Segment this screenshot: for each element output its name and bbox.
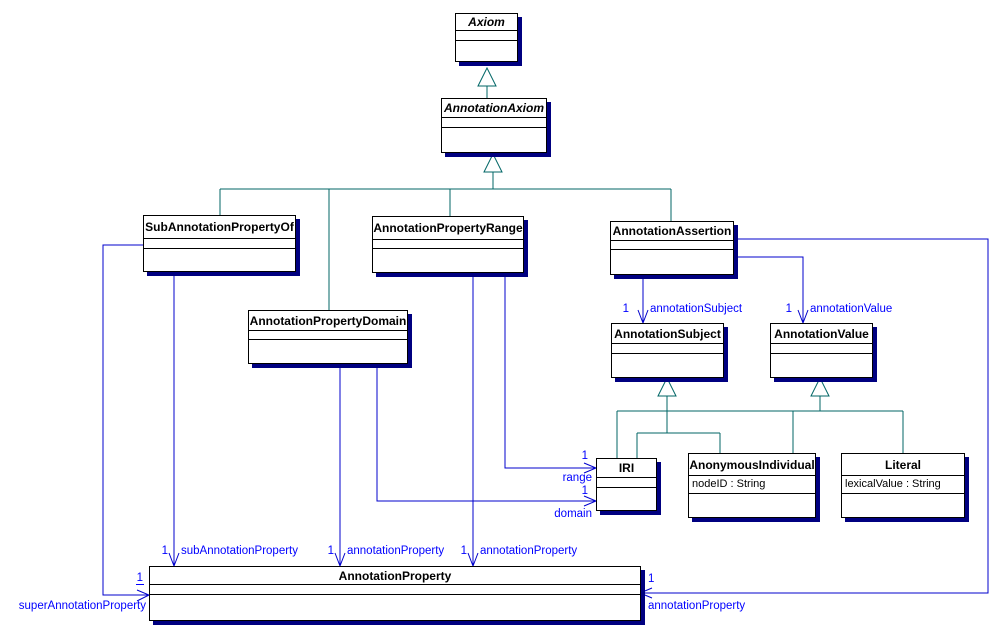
class-annotation-property-domain: AnnotationPropertyDomain bbox=[248, 310, 408, 364]
label-annotation-subject: annotationSubject bbox=[650, 303, 743, 315]
operations-compartment bbox=[611, 250, 733, 274]
operations-compartment bbox=[612, 354, 723, 377]
operations-compartment bbox=[373, 249, 523, 272]
attributes-compartment bbox=[771, 344, 872, 354]
multiplicity-annotation-subject: 1 bbox=[622, 303, 629, 315]
class-annotation-property: AnnotationProperty bbox=[149, 566, 641, 621]
operations-compartment bbox=[249, 340, 407, 363]
label-domain-annotation-property: annotationProperty bbox=[347, 545, 445, 557]
arrowhead-left-icon bbox=[638, 587, 653, 599]
operations-compartment bbox=[771, 354, 872, 377]
class-title: IRI bbox=[597, 459, 656, 478]
class-title: AnonymousIndividual bbox=[689, 454, 815, 476]
class-annotation-value: AnnotationValue bbox=[770, 323, 873, 378]
class-title: AnnotationSubject bbox=[612, 324, 723, 344]
operations-compartment bbox=[442, 128, 546, 152]
attributes-compartment bbox=[442, 118, 546, 128]
class-annotation-subject: AnnotationSubject bbox=[611, 323, 724, 378]
multiplicity-sub-annotation-property: 1 bbox=[161, 545, 168, 557]
operations-compartment bbox=[456, 41, 517, 61]
attributes-compartment bbox=[456, 31, 517, 41]
triangle-icon-annotation-subject bbox=[657, 376, 677, 397]
generalization-lines bbox=[219, 86, 904, 458]
operations-compartment bbox=[689, 494, 815, 517]
attributes-compartment bbox=[597, 478, 656, 488]
label-super-annotation-property: superAnnotationProperty bbox=[18, 600, 146, 612]
assoc-assertion-annotation-property bbox=[640, 238, 989, 594]
assoc-super-annotation-property bbox=[102, 244, 149, 596]
class-title: AnnotationAssertion bbox=[611, 222, 733, 241]
multiplicity-assertion-annotation-property: 1 bbox=[648, 573, 655, 585]
multiplicity-range: 1 bbox=[581, 450, 588, 462]
multiplicity-domain: 1 bbox=[581, 485, 588, 497]
triangle-icon-annotation-axiom bbox=[483, 152, 503, 173]
class-title: AnnotationValue bbox=[771, 324, 872, 344]
class-title: AnnotationProperty bbox=[150, 567, 640, 585]
multiplicity-domain-annotation-property: 1 bbox=[327, 545, 334, 557]
gen-tree-annotationvalue-children bbox=[616, 396, 904, 458]
class-title: Literal bbox=[842, 454, 964, 476]
label-annotation-value: annotationValue bbox=[810, 303, 893, 315]
operations-compartment bbox=[597, 488, 656, 510]
class-annotation-assertion: AnnotationAssertion bbox=[610, 221, 734, 275]
class-annotation-property-range: AnnotationPropertyRange bbox=[372, 216, 524, 273]
triangle-icon-annotation-value bbox=[810, 376, 830, 397]
class-iri: IRI bbox=[596, 458, 657, 511]
multiplicity-annotation-value: 1 bbox=[785, 303, 792, 315]
arrowhead-down-icon bbox=[168, 552, 180, 568]
multiplicity-range-annotation-property: 1 bbox=[460, 545, 467, 557]
attributes-compartment bbox=[373, 240, 523, 249]
attribute-lexicalvalue: lexicalValue : String bbox=[842, 476, 964, 494]
operations-compartment bbox=[150, 595, 640, 620]
association-lines bbox=[102, 238, 989, 596]
label-sub-annotation-property: subAnnotationProperty bbox=[181, 545, 298, 557]
label-range: range bbox=[562, 472, 592, 484]
operations-compartment bbox=[842, 494, 964, 517]
arrowhead-down-icon bbox=[637, 309, 649, 325]
triangle-icon-axiom bbox=[477, 66, 497, 87]
arrowhead-down-icon bbox=[467, 552, 479, 568]
class-title: AnnotationPropertyDomain bbox=[249, 311, 407, 331]
class-title: Axiom bbox=[456, 14, 517, 31]
class-title: AnnotationAxiom bbox=[442, 99, 546, 118]
label-assertion-annotation-property: annotationProperty bbox=[648, 600, 746, 612]
operations-compartment bbox=[144, 249, 295, 271]
arrowhead-down-icon bbox=[797, 309, 809, 325]
attributes-compartment bbox=[150, 585, 640, 595]
class-anonymous-individual: AnonymousIndividual nodeID : String bbox=[688, 453, 816, 518]
class-title: SubAnnotationPropertyOf bbox=[144, 216, 295, 239]
attributes-compartment bbox=[144, 239, 295, 249]
assoc-range bbox=[504, 272, 596, 469]
class-annotation-axiom: AnnotationAxiom bbox=[441, 98, 547, 153]
class-title: AnnotationPropertyRange bbox=[373, 217, 523, 240]
arrowhead-down-icon bbox=[334, 552, 346, 568]
attributes-compartment bbox=[612, 344, 723, 354]
attributes-compartment bbox=[249, 331, 407, 340]
attributes-compartment bbox=[611, 241, 733, 250]
gen-tree-annotationsubject-children bbox=[636, 396, 721, 458]
label-domain: domain bbox=[554, 508, 592, 520]
multiplicity-super-annotation-property: 1 bbox=[135, 572, 144, 585]
class-axiom: Axiom bbox=[455, 13, 518, 62]
attribute-nodeid: nodeID : String bbox=[689, 476, 815, 494]
assoc-annotation-value bbox=[733, 256, 804, 323]
class-literal: Literal lexicalValue : String bbox=[841, 453, 965, 518]
label-range-annotation-property: annotationProperty bbox=[480, 545, 578, 557]
class-sub-annotation-property-of: SubAnnotationPropertyOf bbox=[143, 215, 296, 272]
